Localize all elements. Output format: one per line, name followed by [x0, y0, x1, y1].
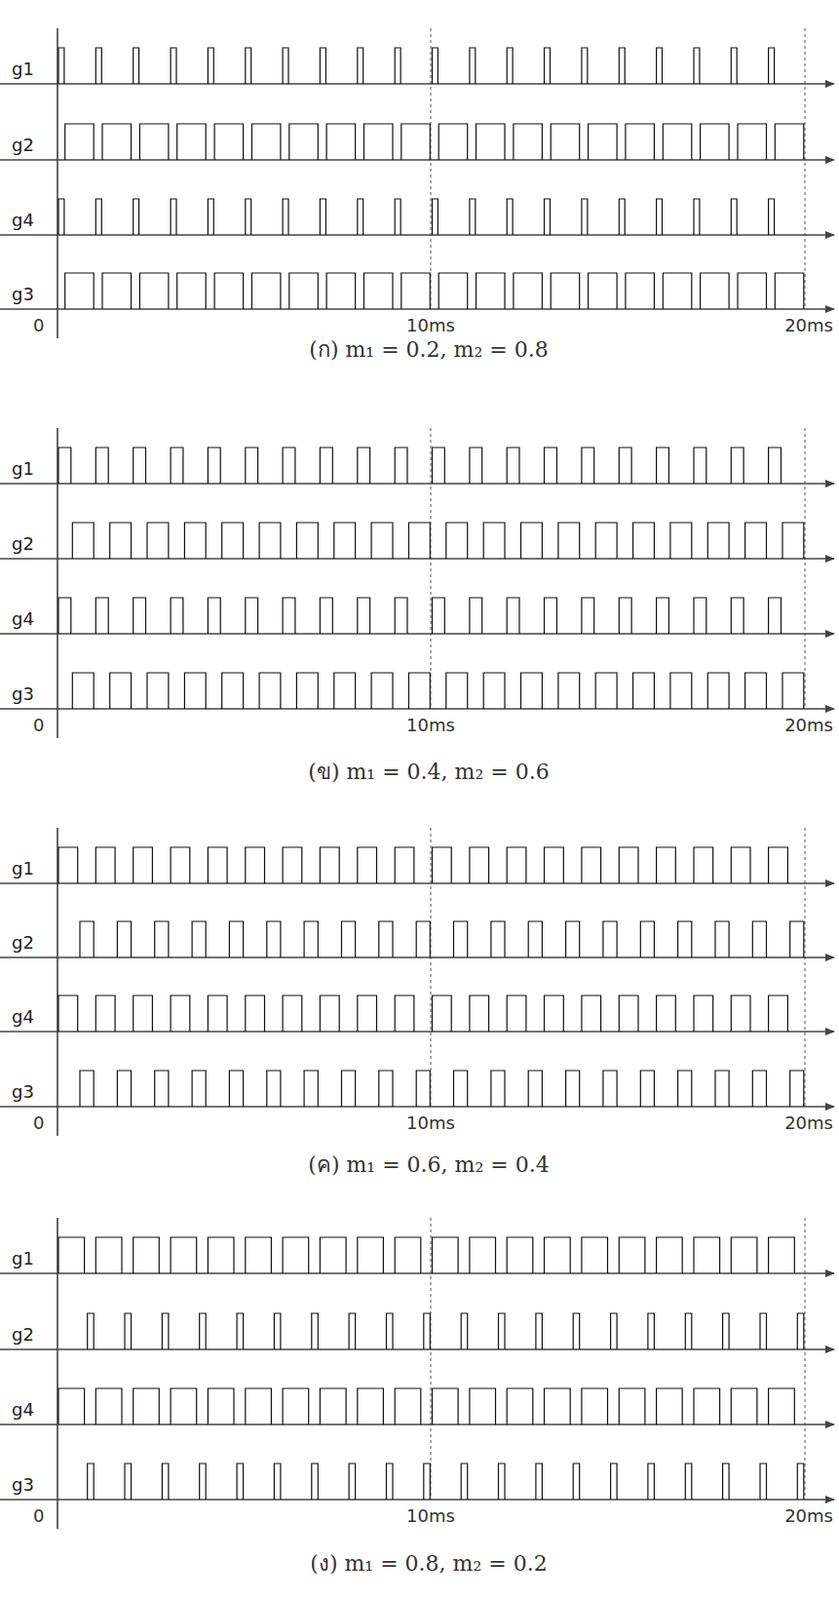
pulse-train: [87, 1462, 804, 1499]
pulse-train: [65, 123, 804, 160]
time-marker: [804, 28, 806, 309]
signal-name: g3: [11, 1082, 35, 1101]
time-tick: 20ms: [784, 716, 834, 734]
pulse-train: [58, 1387, 795, 1424]
pulse-train: [58, 597, 782, 634]
pulse-train: [79, 1069, 804, 1106]
signal-axis: [0, 158, 835, 161]
time-tick: 10ms: [406, 1113, 456, 1132]
signal-name: g2: [11, 534, 35, 553]
signal-name: g2: [11, 136, 35, 154]
signal-name: g4: [11, 610, 35, 628]
signal-axis: [0, 307, 835, 310]
pulse-train: [58, 994, 788, 1031]
time-tick: 10ms: [406, 316, 456, 335]
pulse-train: [58, 447, 782, 484]
signal-axis: [0, 707, 835, 710]
signal-name: g2: [11, 933, 35, 952]
time-marker: [804, 827, 806, 1106]
time-origin: 0: [33, 716, 44, 734]
signal-name: g1: [11, 1249, 35, 1267]
signal-axis: [0, 1422, 835, 1425]
signal-axis: [0, 1271, 835, 1274]
signal-axis: [0, 1029, 835, 1032]
pulse-train: [72, 672, 804, 709]
time-tick: 10ms: [406, 716, 456, 734]
pulse-train: [58, 1236, 795, 1273]
pulse-train: [65, 272, 804, 309]
signal-axis: [0, 557, 835, 560]
time-tick: 10ms: [406, 1506, 456, 1525]
signal-name: g1: [11, 859, 35, 878]
signal-name: g3: [11, 685, 35, 703]
time-origin: 0: [33, 1506, 44, 1525]
signal-axis: [0, 233, 835, 236]
signal-name: g3: [11, 1475, 35, 1493]
signal-axis: [0, 482, 835, 485]
signal-name: g4: [11, 1007, 35, 1026]
pulse-train: [58, 846, 788, 883]
time-tick: 20ms: [784, 316, 834, 335]
panel-caption: (ง) m₁ = 0.8, m₂ = 0.2: [309, 1552, 547, 1574]
signal-axis: [0, 1105, 835, 1107]
time-tick: 20ms: [784, 1113, 834, 1132]
time-origin: 0: [33, 316, 44, 335]
time-origin: 0: [33, 1113, 44, 1132]
signal-name: g3: [11, 285, 35, 304]
signal-axis: [0, 955, 835, 958]
panel-caption: (ค) m₁ = 0.6, m₂ = 0.4: [307, 1153, 549, 1176]
panel-caption: (ข) m₁ = 0.4, m₂ = 0.6: [307, 761, 549, 783]
time-marker: [430, 827, 432, 1106]
time-marker: [804, 427, 806, 709]
time-tick: 20ms: [784, 1506, 834, 1525]
pulse-train: [87, 1312, 804, 1349]
signal-name: g4: [11, 211, 35, 229]
time-marker: [430, 28, 432, 309]
signal-name: g2: [11, 1325, 35, 1343]
signal-axis: [0, 632, 835, 635]
signal-name: g1: [11, 60, 35, 78]
time-marker: [804, 1217, 806, 1499]
panel-caption: (ก) m₁ = 0.2, m₂ = 0.8: [308, 339, 548, 361]
signal-name: g4: [11, 1400, 35, 1418]
time-marker: [430, 427, 432, 709]
signal-axis: [0, 82, 835, 85]
time-marker: [430, 1217, 432, 1499]
pulse-train: [72, 522, 804, 559]
pulse-train: [58, 198, 775, 235]
signal-name: g1: [11, 459, 35, 478]
pulse-train: [58, 47, 775, 84]
pulse-train: [79, 920, 804, 957]
signal-axis: [0, 881, 835, 884]
